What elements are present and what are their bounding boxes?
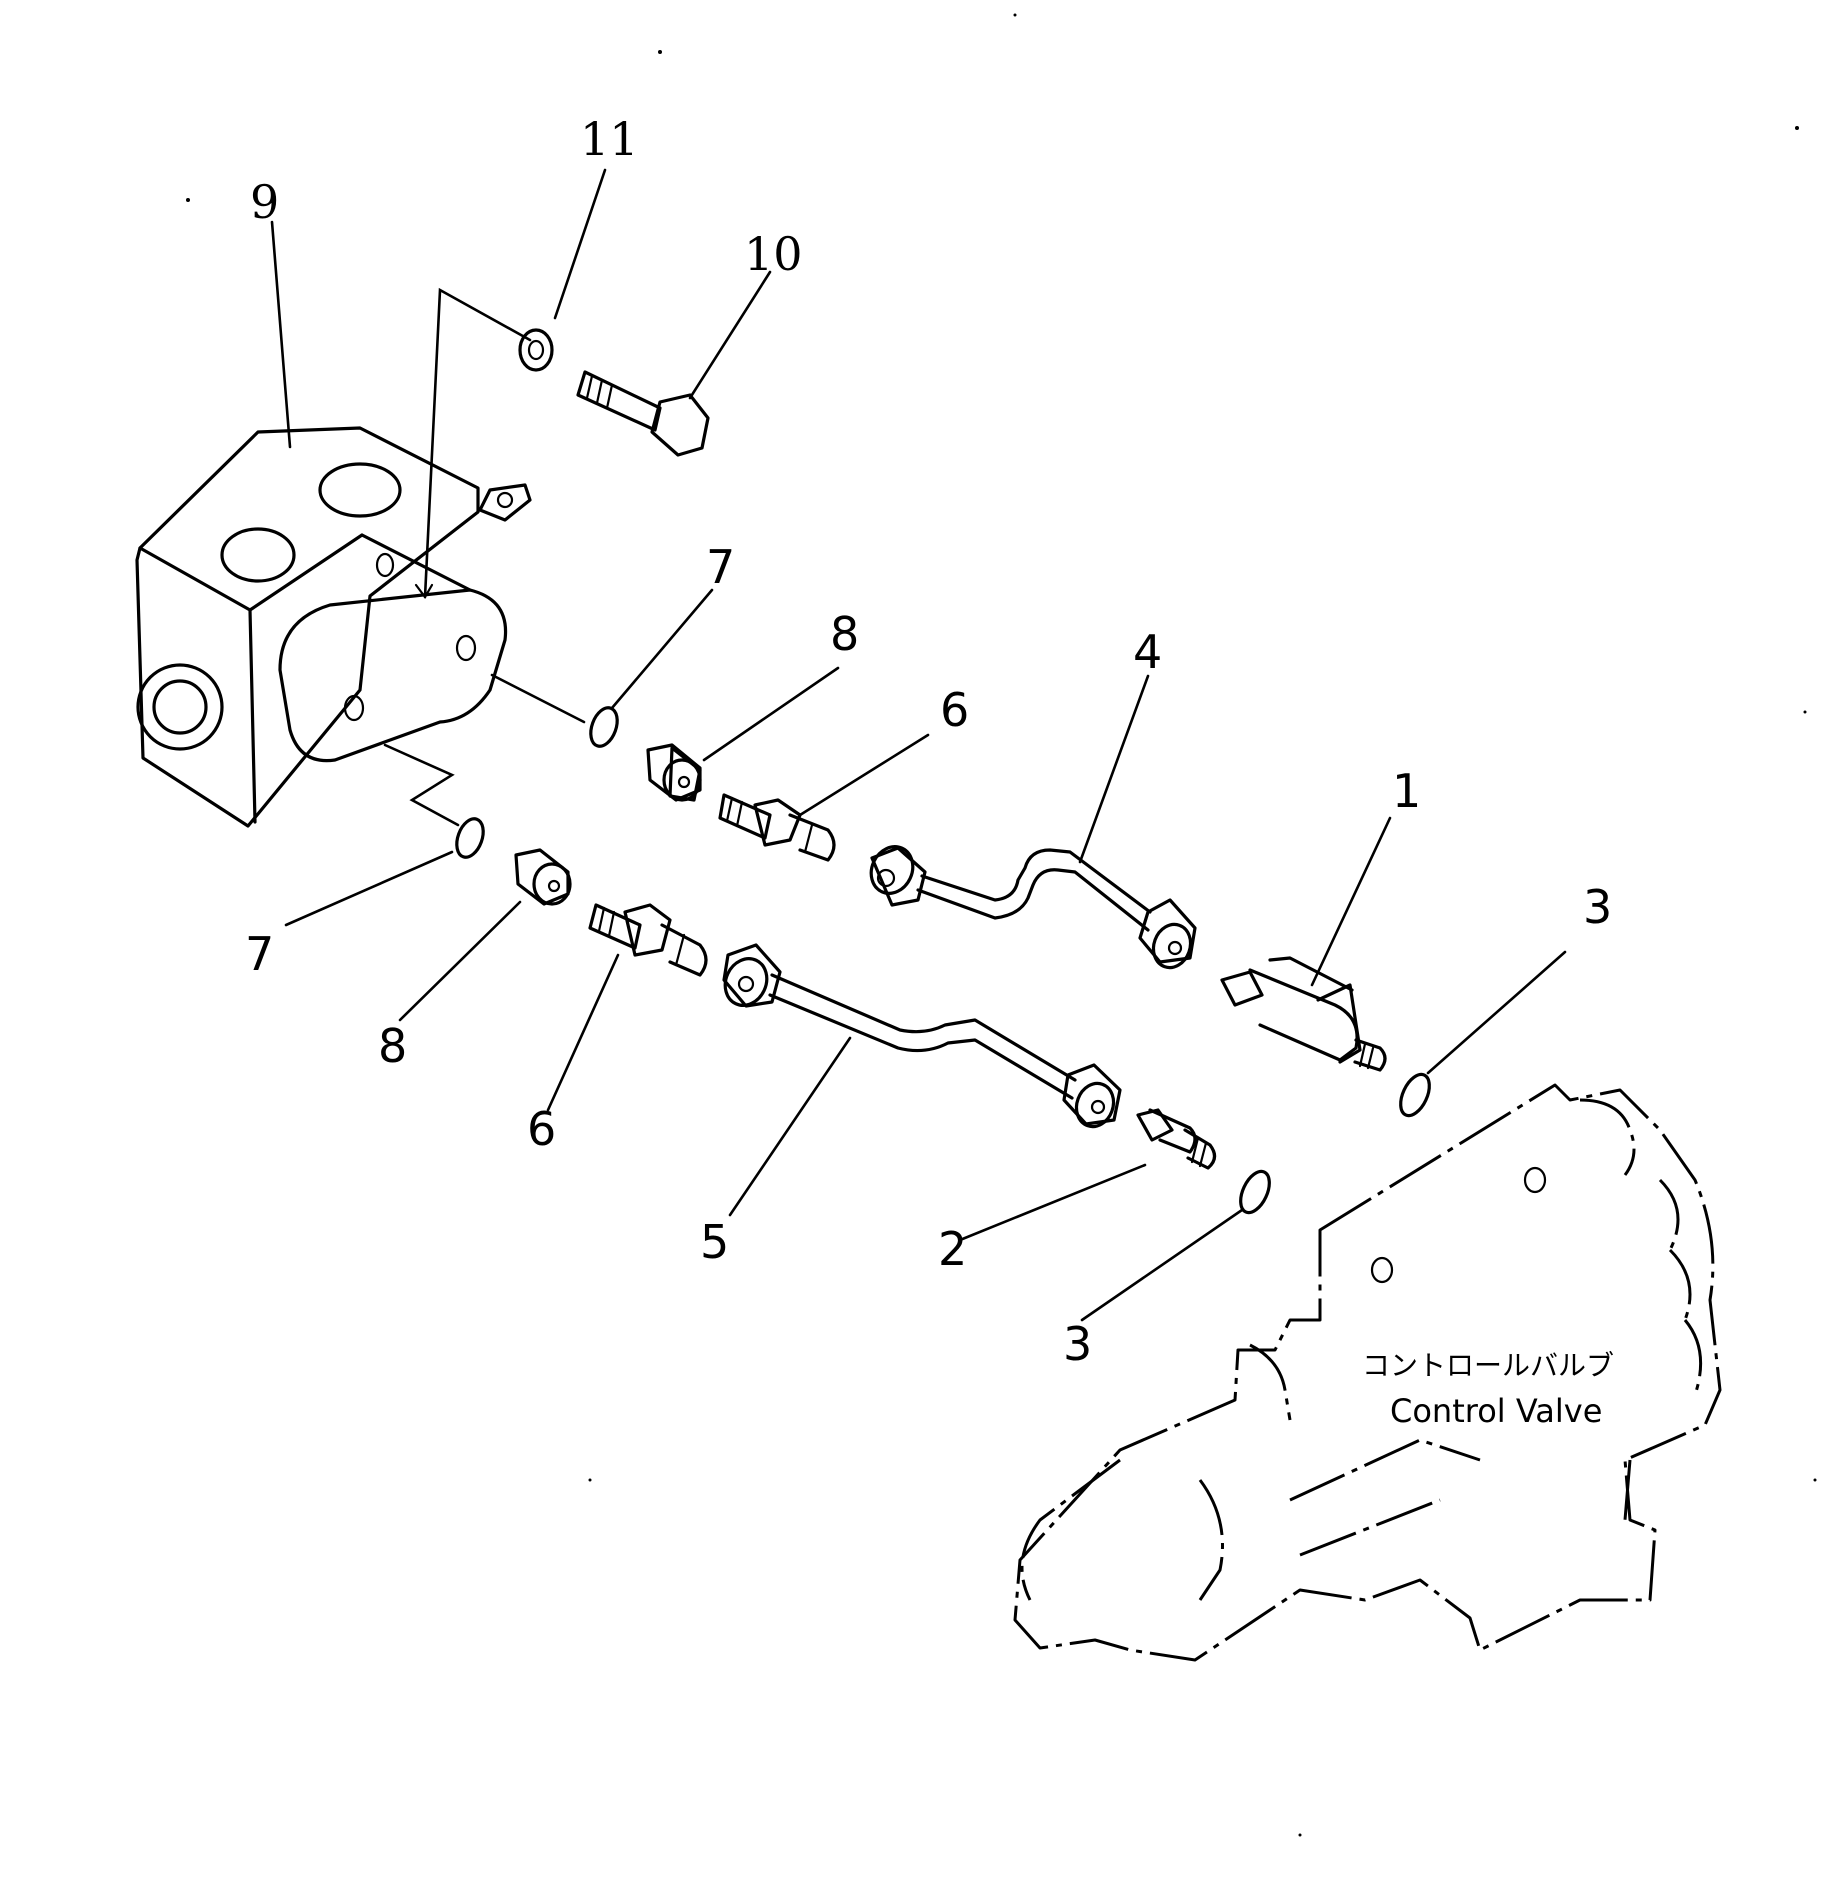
part-9-valve-block [135, 220, 532, 828]
part-11-washer [518, 168, 607, 372]
callout-11: 11 [580, 112, 639, 166]
leader-8-lower [398, 900, 522, 1022]
leader-10 [688, 270, 772, 400]
control-valve-label-jp: コントロールバルブ [1362, 1349, 1614, 1382]
callout-1: 1 [1392, 764, 1421, 818]
leader-7-lower [284, 850, 454, 927]
leader-11 [553, 168, 607, 320]
callout-9: 9 [250, 175, 279, 229]
callout-4: 4 [1133, 625, 1162, 679]
leader-7-upper [610, 588, 714, 710]
part-7-o-ring-upper [490, 588, 714, 748]
part-6-fitting-lower [546, 903, 708, 1112]
leader-6-upper [798, 733, 930, 817]
leader-1 [1310, 816, 1392, 987]
part-3-o-ring-upper [1399, 950, 1567, 1118]
leader-8-upper [702, 666, 840, 762]
callout-7-lower: 7 [245, 927, 274, 981]
part-1-union [1220, 816, 1392, 1072]
callout-6-upper: 6 [940, 683, 969, 737]
callout-7-upper: 7 [706, 540, 735, 594]
part-10-bolt [576, 270, 772, 457]
part-4-tube-upper [869, 674, 1197, 970]
part-8-adapter-lower [398, 848, 572, 1022]
part-2-connector [958, 1108, 1217, 1242]
leader-3-lower [1080, 1208, 1244, 1322]
callout-8-lower: 8 [378, 1019, 407, 1073]
path-line-7-upper [490, 673, 586, 724]
callout-numbers: 9 11 10 7 8 4 6 1 3 7 8 6 5 2 3 [245, 112, 1612, 1371]
control-valve-label-en: Control Valve [1390, 1392, 1602, 1430]
callout-6-lower: 6 [527, 1102, 556, 1156]
leader-3-upper [1426, 950, 1567, 1075]
control-valve-outline: コントロールバルブ Control Valve [1013, 1083, 1722, 1662]
leader-6-lower [546, 953, 620, 1112]
callout-3-upper: 3 [1583, 880, 1612, 934]
callout-10: 10 [744, 227, 803, 281]
bolt-path-line [423, 287, 532, 599]
part-5-tube-lower [722, 943, 1122, 1217]
callout-2: 2 [938, 1222, 967, 1276]
part-3-o-ring-lower [1080, 1169, 1271, 1322]
callout-5: 5 [700, 1215, 729, 1269]
part-6-fitting-upper [718, 733, 930, 862]
leader-9 [270, 220, 292, 449]
callout-3-lower: 3 [1063, 1317, 1092, 1371]
leader-5 [728, 1036, 852, 1217]
path-line-7-lower [383, 743, 460, 827]
callout-8-upper: 8 [830, 607, 859, 661]
leader-4 [1078, 674, 1150, 864]
part-8-adapter-upper [646, 666, 840, 802]
scan-specks [186, 13, 1817, 1837]
leader-2 [958, 1163, 1147, 1242]
part-7-o-ring-lower [284, 743, 485, 927]
